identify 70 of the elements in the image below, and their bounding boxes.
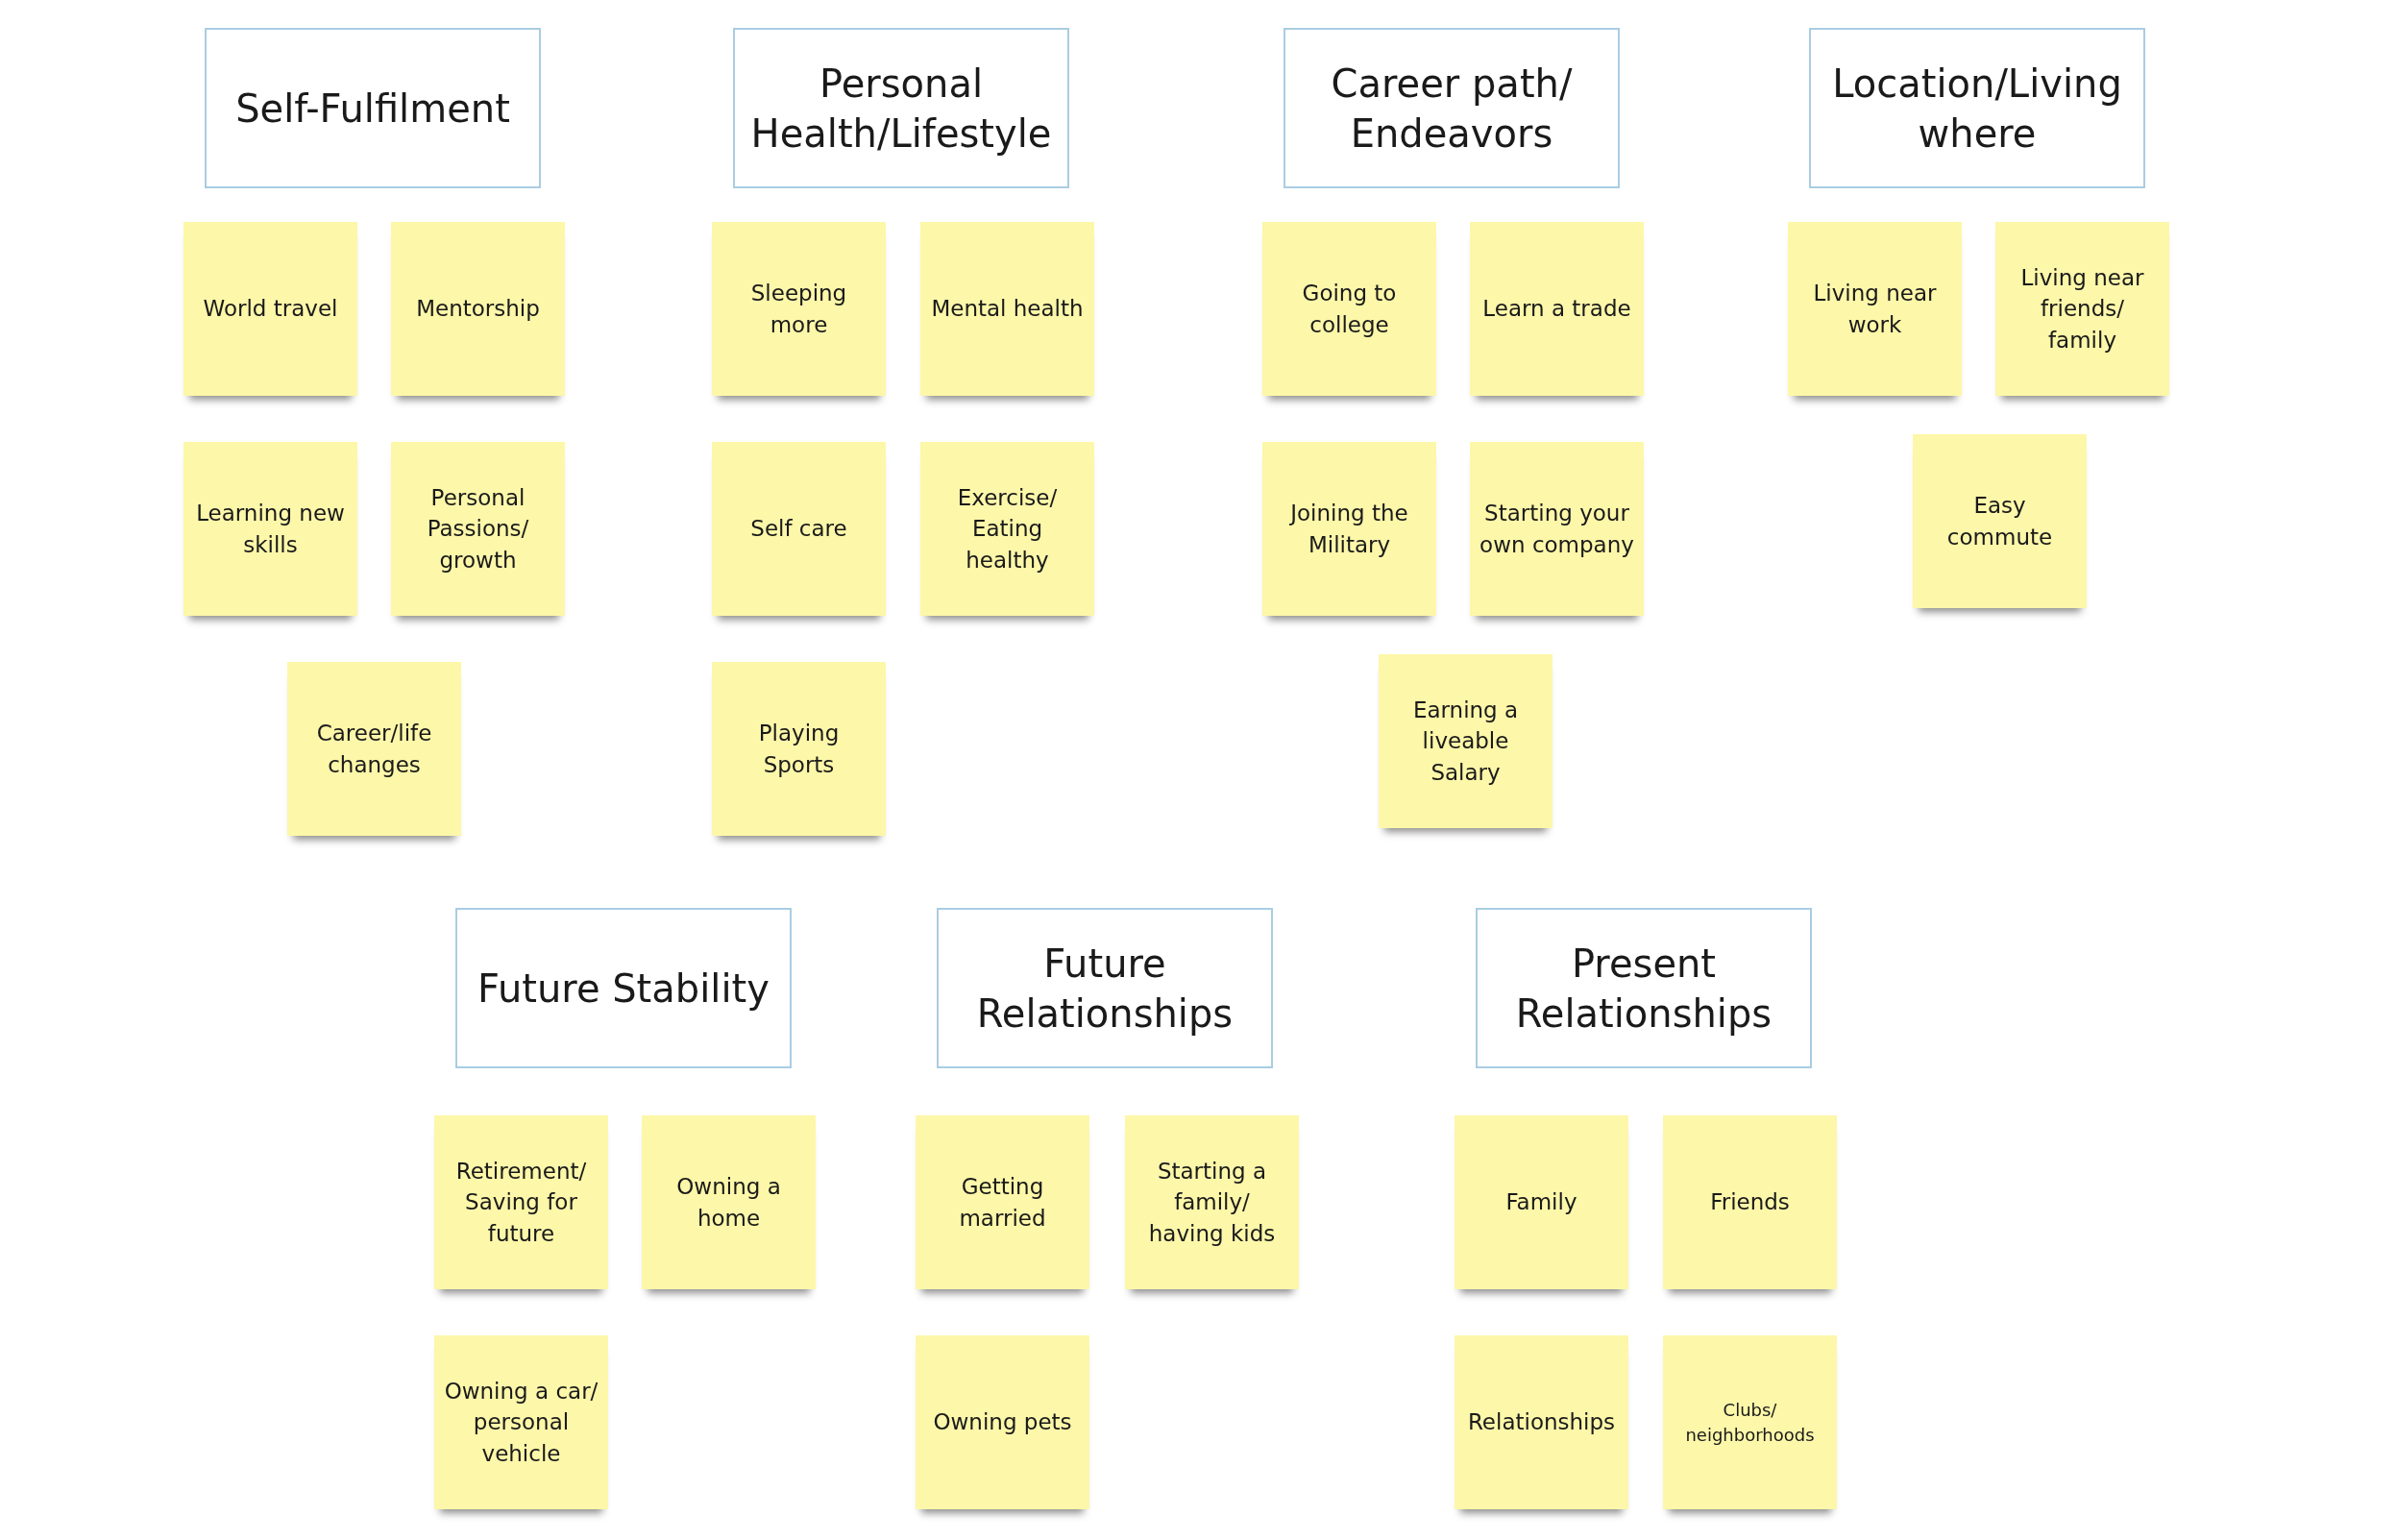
sticky-note xyxy=(712,662,886,836)
note-text: Going to college xyxy=(1301,280,1398,339)
sticky-note xyxy=(1455,1115,1628,1289)
sticky-note xyxy=(1262,442,1436,616)
note-text: Relationships xyxy=(1467,1408,1616,1437)
note-text: Career/life changes xyxy=(315,720,433,779)
sticky-note xyxy=(183,222,357,396)
note-text: Sleeping more xyxy=(749,280,848,339)
sticky-note xyxy=(916,1335,1089,1509)
category-header xyxy=(1476,908,1812,1068)
sticky-note xyxy=(1663,1335,1837,1509)
category-header xyxy=(1809,28,2145,188)
note-text: Joining the Military xyxy=(1288,500,1409,559)
note-text: Personal Passions/ growth xyxy=(426,484,530,574)
category-header xyxy=(455,908,792,1068)
note-text: Learn a trade xyxy=(1482,295,1631,324)
note-text: Family xyxy=(1505,1188,1577,1217)
header-text: Location/Living where xyxy=(1831,60,2123,158)
sticky-note xyxy=(642,1115,816,1289)
sticky-note xyxy=(391,442,565,616)
note-text: Clubs/ neighborhoods xyxy=(1684,1399,1816,1447)
sticky-note xyxy=(1913,434,2087,608)
sticky-note xyxy=(434,1115,608,1289)
sticky-note xyxy=(712,222,886,396)
sticky-note xyxy=(1455,1335,1628,1509)
note-text: Earning a liveable Salary xyxy=(1411,697,1520,787)
note-text: Exercise/ Eating healthy xyxy=(956,484,1059,574)
category-header xyxy=(937,908,1273,1068)
sticky-note xyxy=(712,442,886,616)
category-header xyxy=(733,28,1069,188)
header-text: Future Stability xyxy=(477,965,770,1013)
header-text: Future Relationships xyxy=(975,940,1235,1038)
sticky-note xyxy=(1470,222,1644,396)
note-text: Owning pets xyxy=(933,1408,1072,1437)
category-header xyxy=(205,28,541,188)
header-text: Personal Health/Lifestyle xyxy=(749,60,1053,158)
note-text: Starting a family/ having kids xyxy=(1147,1158,1277,1248)
note-text: Friends xyxy=(1710,1188,1790,1217)
sticky-note xyxy=(1995,222,2169,396)
note-text: Mentorship xyxy=(416,295,540,324)
note-text: Easy commute xyxy=(1945,492,2054,551)
note-text: Playing Sports xyxy=(757,720,841,779)
sticky-note xyxy=(1663,1115,1837,1289)
note-text: Learning new skills xyxy=(195,500,346,559)
sticky-note xyxy=(916,1115,1089,1289)
sticky-note xyxy=(920,442,1094,616)
note-text: Getting married xyxy=(958,1173,1047,1233)
note-text: Self care xyxy=(750,515,847,544)
note-text: Owning a car/ personal vehicle xyxy=(444,1378,599,1468)
note-text: World travel xyxy=(203,295,338,324)
note-text: Living near friends/ family xyxy=(2019,264,2145,354)
sticky-note xyxy=(183,442,357,616)
sticky-note xyxy=(287,662,461,836)
header-text: Present Relationships xyxy=(1514,940,1773,1038)
note-text: Mental health xyxy=(931,295,1084,324)
sticky-note xyxy=(391,222,565,396)
note-text: Starting your own company xyxy=(1479,500,1634,559)
header-text: Self-Fulfilment xyxy=(235,85,510,133)
note-text: Living near work xyxy=(1812,280,1938,339)
note-text: Owning a home xyxy=(675,1173,782,1233)
sticky-note xyxy=(1788,222,1962,396)
category-header xyxy=(1284,28,1620,188)
sticky-note xyxy=(1262,222,1436,396)
sticky-note xyxy=(1379,654,1553,828)
sticky-note xyxy=(1125,1115,1299,1289)
sticky-note xyxy=(920,222,1094,396)
note-text: Retirement/ Saving for future xyxy=(454,1158,588,1248)
sticky-note xyxy=(1470,442,1644,616)
header-text: Career path/ Endeavors xyxy=(1330,60,1574,158)
sticky-note xyxy=(434,1335,608,1509)
